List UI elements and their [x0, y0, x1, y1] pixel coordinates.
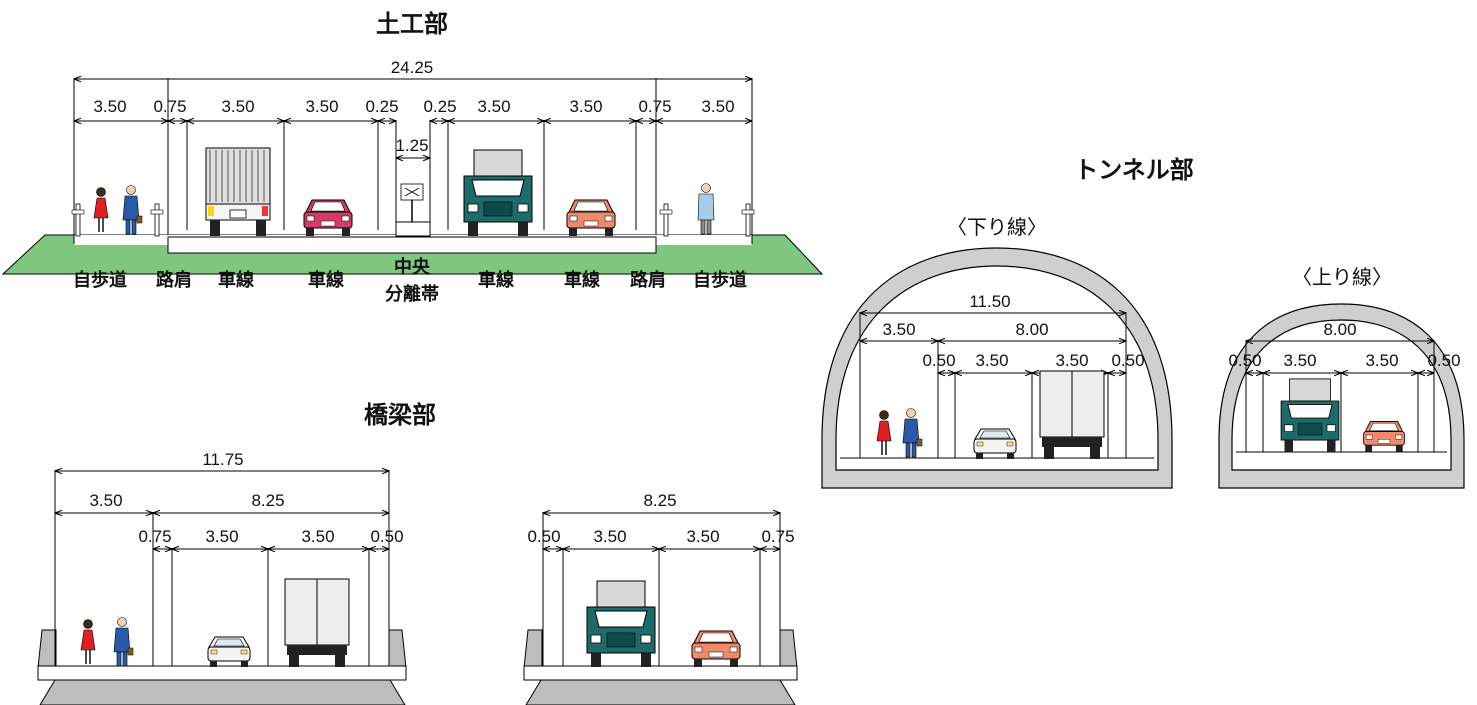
dump-truck-rear-icon	[205, 147, 271, 237]
tunnel-down-shoulder-right: 0.50	[1111, 351, 1144, 370]
tunnel-up-shoulder-right: 0.50	[1427, 351, 1460, 370]
tunnel-down-roadway: 8.00	[1015, 320, 1048, 339]
tunnel-down-lane-2: 3.50	[1055, 351, 1088, 370]
tunnel-up-label: 〈上り線〉	[1292, 265, 1392, 289]
median-sign	[400, 183, 424, 222]
bridge-left-girder	[39, 679, 406, 705]
earthwork-title: 土工部	[376, 10, 448, 38]
teal-truck-icon	[463, 149, 533, 237]
tunnel-title: トンネル部	[1074, 156, 1194, 184]
label-median-2: 分離帯	[385, 283, 439, 305]
tunnel-up-shoulder-left: 0.50	[1228, 351, 1261, 370]
bridge-title: 橋梁部	[364, 401, 436, 429]
bridge-pedestrian-woman-icon	[80, 618, 96, 665]
pedestrian-man-icon	[122, 185, 143, 235]
tunnel-up-lane-1: 3.50	[1283, 351, 1316, 370]
tunnel-up-roadway: 8.00	[1323, 320, 1356, 339]
earthwork-section: 土工部 24.25	[1, 10, 824, 305]
label-lane-3: 車線	[478, 269, 514, 291]
label-shoulder-right: 路肩	[630, 269, 666, 291]
guardrail-left-icon	[150, 203, 164, 237]
bridge-left-roadway: 8.25	[251, 491, 284, 510]
dim-median-right: 0.25	[423, 97, 456, 116]
label-lane-4: 車線	[564, 269, 600, 291]
tunnel-down: 11.50 3.50 8.00 0.50 3.50 3.50 0.50	[821, 247, 1173, 489]
pedestrian-woman-icon	[93, 186, 109, 233]
bridge-right: 8.25 0.50 3.50 3.50 0.75	[523, 491, 798, 705]
bridge-left-lane-2: 3.50	[301, 527, 334, 546]
label-shoulder-left: 路肩	[156, 269, 192, 291]
bridge-right-shoulder-left: 0.50	[527, 527, 560, 546]
dim-shoulder-left: 0.75	[153, 97, 186, 116]
label-sidewalk-right: 自歩道	[693, 269, 747, 291]
bridge-box-truck-icon	[284, 578, 350, 668]
dim-lane-4: 3.50	[569, 97, 602, 116]
bridge-left-shoulder-right: 0.50	[370, 527, 403, 546]
dim-lane-1: 3.50	[221, 97, 254, 116]
dim-median-width: 1.25	[395, 136, 428, 155]
dim-median-left: 0.25	[365, 97, 398, 116]
bridge-right-lane-2: 3.50	[686, 527, 719, 546]
tunnel-down-shoulder-left: 0.50	[922, 351, 955, 370]
bridge-right-lane-1: 3.50	[593, 527, 626, 546]
pedestrian-right-icon	[697, 183, 715, 235]
tunnel-down-label: 〈下り線〉	[947, 215, 1047, 239]
bridge-left-shoulder-left: 0.75	[138, 527, 171, 546]
tunnel-up-lane-2: 3.50	[1365, 351, 1398, 370]
roadway-slab	[167, 236, 657, 254]
dim-shoulder-right: 0.75	[638, 97, 671, 116]
bridge-white-car-icon	[207, 636, 251, 668]
tunnel-box-truck-icon	[1039, 370, 1105, 460]
bridge-right-girder	[525, 679, 796, 705]
label-median-1: 中央	[394, 256, 431, 278]
bridge-left-sidewalk: 3.50	[89, 491, 122, 510]
label-lane-1: 車線	[218, 269, 254, 291]
tunnel-up: 8.00 0.50 3.50 3.50 0.50	[1218, 303, 1465, 489]
red-car-icon	[303, 199, 353, 237]
bridge-right-roadway: 8.25	[643, 491, 676, 510]
bridge-left-deck	[37, 665, 407, 681]
orange-car-icon	[566, 199, 616, 237]
label-lane-2: 車線	[308, 269, 344, 291]
dim-lane-2: 3.50	[305, 97, 338, 116]
tunnel-down-lane-1: 3.50	[975, 351, 1008, 370]
bridge-left-lane-1: 3.50	[205, 527, 238, 546]
median-curb	[395, 221, 431, 237]
bridge-orange-car-icon	[691, 630, 741, 668]
tunnel-down-sidewalk: 3.50	[882, 320, 915, 339]
label-sidewalk-left: 自歩道	[73, 269, 127, 291]
total-width: 24.25	[391, 58, 434, 77]
bridge-teal-truck-icon	[586, 580, 656, 668]
guardrail-right-icon	[659, 203, 673, 237]
bridge-left: 11.75 3.50 8.25 0.75 3.50 3.50 0.50	[37, 450, 407, 705]
bridge-left-total: 11.75	[202, 450, 243, 469]
bridge-right-deck	[523, 665, 798, 681]
bridge-right-shoulder-right: 0.75	[761, 527, 794, 546]
bridge-section: 橋梁部 11.75 3.50 8.25	[37, 401, 798, 705]
bridge-pedestrian-man-icon	[113, 617, 134, 667]
tunnel-down-total: 11.50	[969, 292, 1010, 311]
dim-sidewalk-right: 3.50	[701, 97, 734, 116]
dim-sidewalk-left: 3.50	[93, 97, 126, 116]
tunnel-section: トンネル部 〈下り線〉 〈上り線〉 11.50 3.50 8.00	[821, 156, 1465, 489]
dim-lane-3: 3.50	[477, 97, 510, 116]
